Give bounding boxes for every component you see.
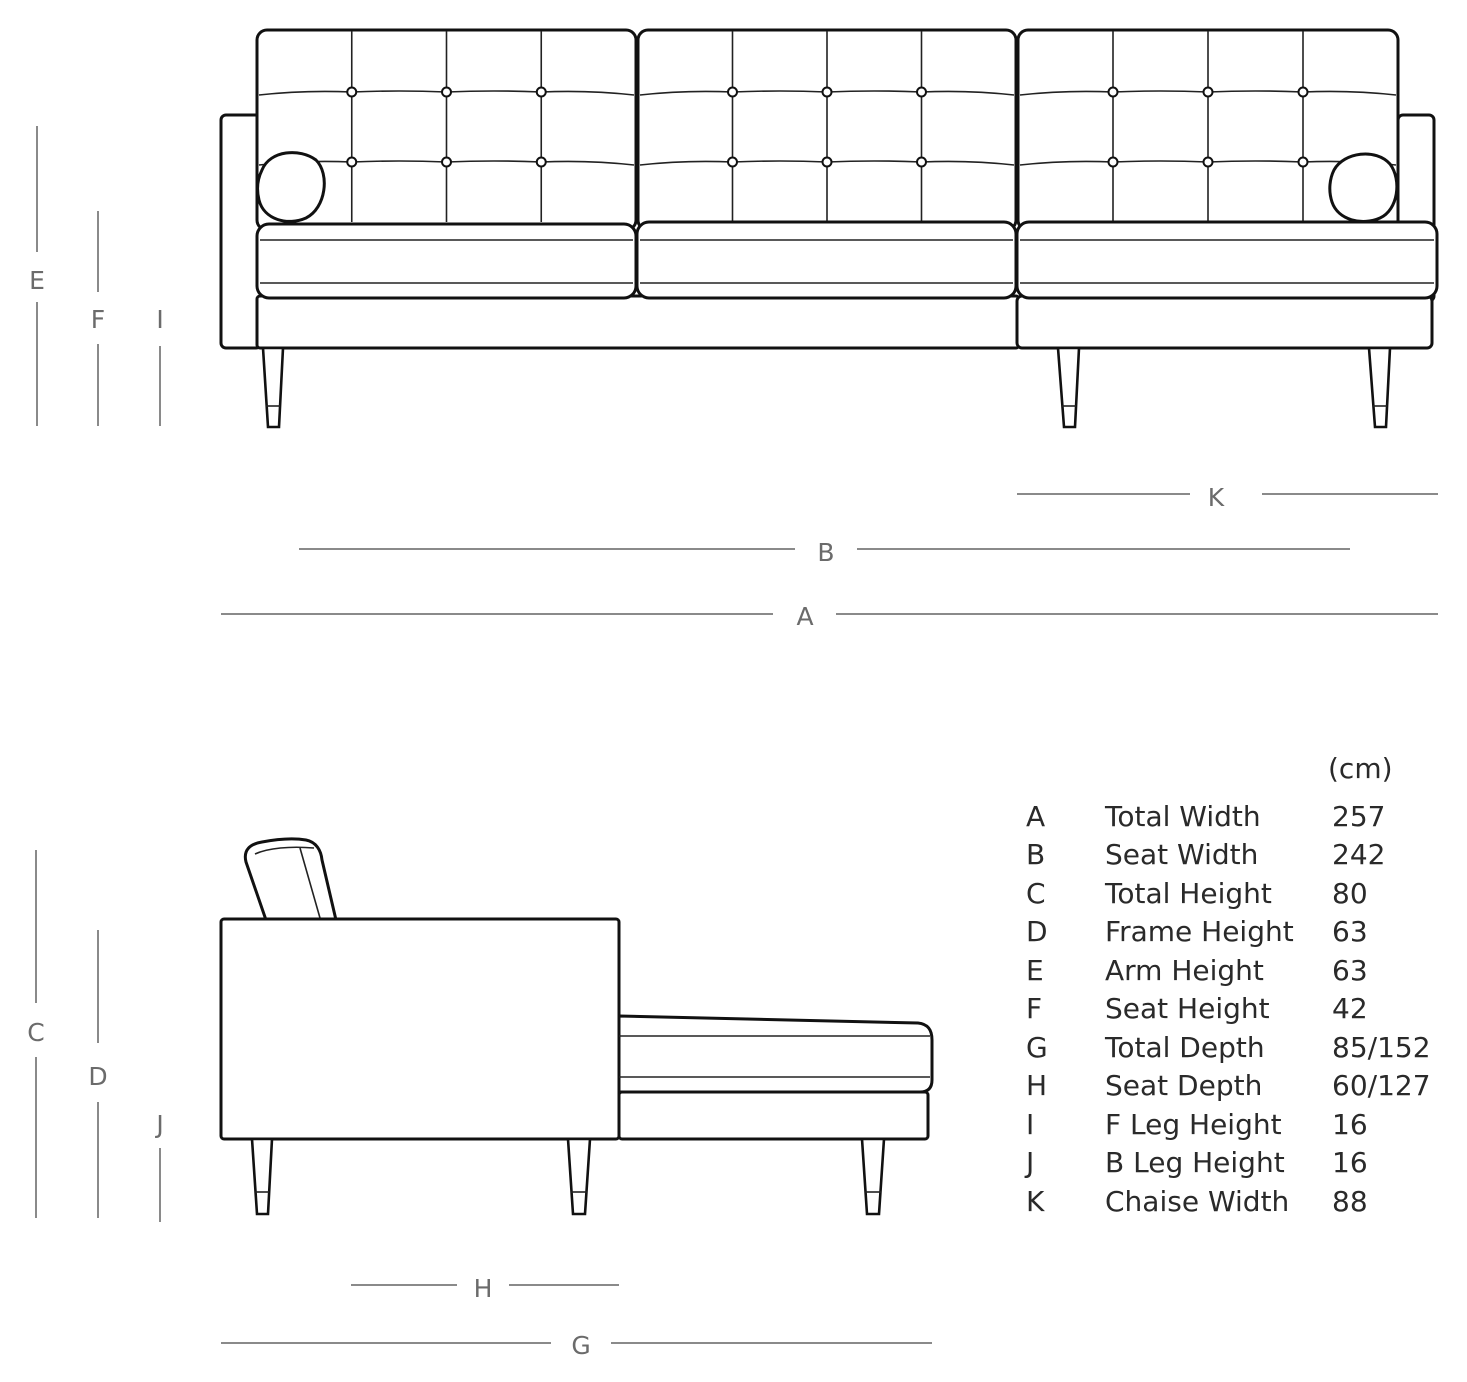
dim-label-k: K [1208, 483, 1225, 512]
row-value: 16 [1332, 1146, 1368, 1179]
row-value: 63 [1332, 915, 1368, 948]
side-body [219, 917, 621, 1141]
row-value: 88 [1332, 1185, 1368, 1218]
row-name: Total Depth [1105, 1031, 1265, 1064]
row-value: 16 [1332, 1108, 1368, 1141]
scatter-cushion-right [1328, 152, 1399, 223]
row-name: Total Width [1105, 800, 1261, 833]
row-value: 80 [1332, 877, 1368, 910]
row-key: F [1026, 992, 1043, 1025]
row-value: 242 [1332, 838, 1386, 871]
row-value: 257 [1332, 800, 1386, 833]
front-view [219, 28, 1439, 429]
unit-label: (cm) [1328, 752, 1393, 785]
row-key: I [1026, 1108, 1035, 1141]
front-legs [261, 346, 1392, 429]
row-key: B [1026, 838, 1046, 871]
scatter-cushion-left [256, 151, 326, 223]
left-arm [219, 113, 263, 350]
row-key: K [1026, 1185, 1045, 1218]
dim-label-e: E [29, 266, 45, 295]
side-legs [250, 1137, 886, 1216]
dim-label-b: B [817, 538, 834, 567]
dim-label-d: D [88, 1062, 107, 1091]
side-dimensions: C D J H G [27, 850, 932, 1360]
row-value: 63 [1332, 954, 1368, 987]
row-name: Total Height [1105, 877, 1272, 910]
dim-label-c: C [27, 1018, 44, 1047]
seat-cushion-chaise [1015, 220, 1439, 300]
side-chaise-cushion [617, 1014, 934, 1094]
dim-label-h: H [474, 1274, 493, 1303]
row-value: 42 [1332, 992, 1368, 1025]
row-key: G [1026, 1031, 1048, 1064]
row-key: E [1026, 954, 1044, 987]
dim-label-f: F [91, 305, 105, 334]
row-key: J [1026, 1146, 1035, 1179]
row-name: Arm Height [1105, 954, 1264, 987]
row-name: Frame Height [1105, 915, 1294, 948]
front-base-chaise [1015, 294, 1434, 350]
side-chaise-base [617, 1090, 930, 1141]
row-value: 60/127 [1332, 1069, 1431, 1102]
row-key: H [1026, 1069, 1048, 1102]
row-name: Seat Height [1105, 992, 1270, 1025]
front-base-main [255, 294, 1021, 350]
row-value: 85/152 [1332, 1031, 1431, 1064]
tufting-buttons [346, 86, 1309, 168]
row-key: A [1026, 800, 1046, 833]
dim-label-g: G [571, 1331, 590, 1360]
seat-cushion-left [255, 222, 638, 300]
side-view [219, 837, 934, 1216]
row-name: B Leg Height [1105, 1146, 1285, 1179]
row-name: Seat Width [1105, 838, 1259, 871]
front-dimensions: E F I K B A [29, 126, 1438, 631]
seat-cushion-middle [635, 220, 1018, 300]
row-name: F Leg Height [1105, 1108, 1282, 1141]
row-name: Chaise Width [1105, 1185, 1290, 1218]
dim-label-i: I [156, 305, 163, 334]
dim-label-j: J [154, 1110, 163, 1139]
row-name: Seat Depth [1105, 1069, 1263, 1102]
row-key: C [1026, 877, 1046, 910]
dim-label-a: A [796, 602, 813, 631]
side-back-cushion [243, 837, 338, 922]
row-key: D [1026, 915, 1048, 948]
